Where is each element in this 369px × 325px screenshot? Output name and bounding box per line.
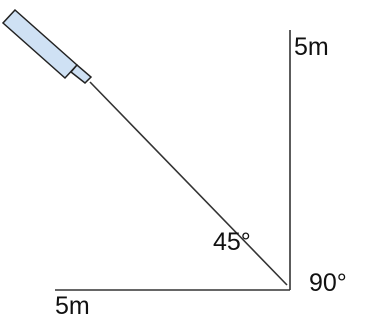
laser-pointer-icon — [1, 8, 93, 85]
vertical-side-label: 5m — [294, 33, 329, 61]
laser-body — [1, 8, 79, 80]
acute-angle-label: 45° — [213, 228, 251, 256]
laser-tip — [69, 63, 93, 85]
hypotenuse-line — [89, 81, 288, 286]
right-angle-label: 90° — [309, 269, 347, 297]
horizontal-side-label: 5m — [55, 292, 90, 320]
